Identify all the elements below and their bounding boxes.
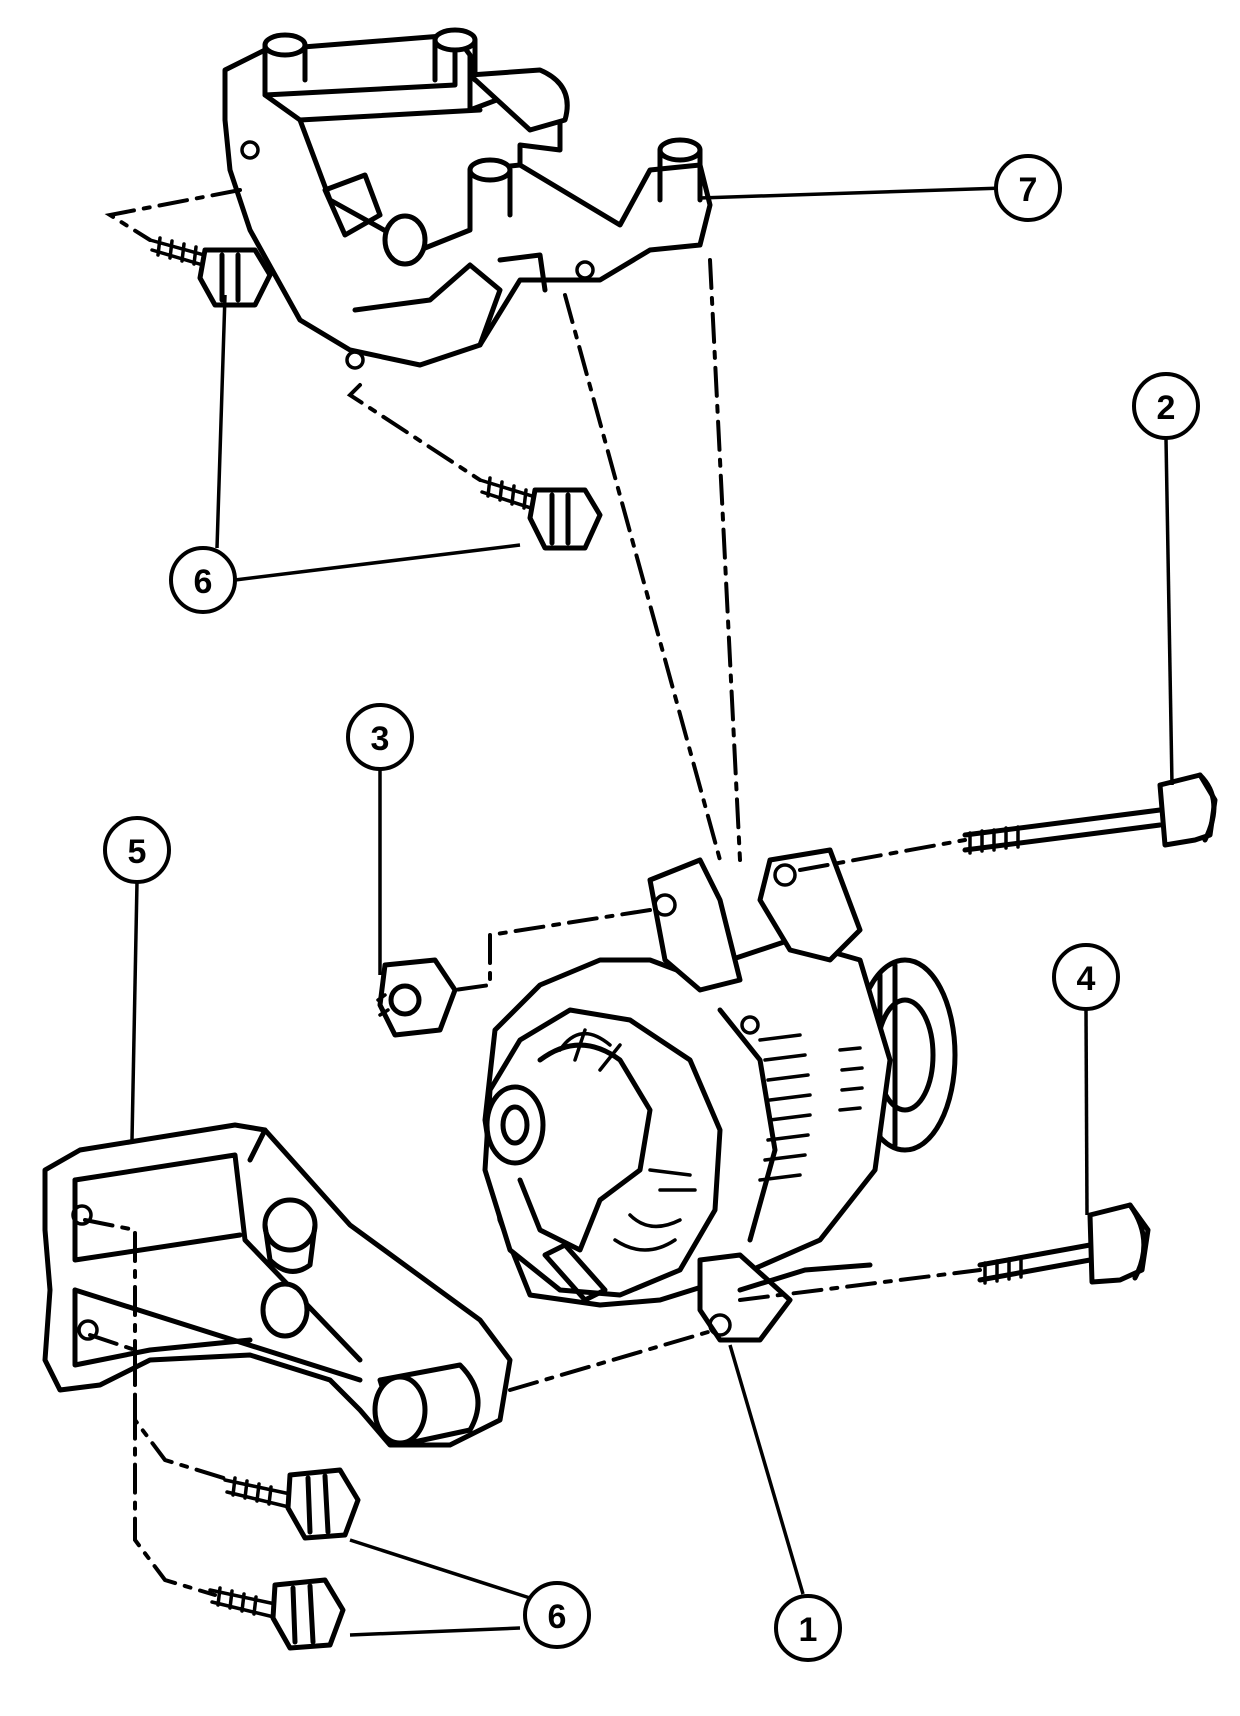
lower-bolt-bottom — [208, 1577, 346, 1651]
callout-7: 7 — [994, 154, 1062, 222]
svg-text:3: 3 — [371, 720, 390, 758]
through-bolt-lower — [977, 1202, 1151, 1285]
lower-bolt-top — [223, 1467, 361, 1541]
through-bolt-upper — [962, 772, 1218, 855]
svg-text:4: 4 — [1077, 960, 1096, 998]
callout-4: 4 — [1052, 943, 1120, 1011]
svg-text:1: 1 — [799, 1611, 818, 1649]
callout-1: 1 — [774, 1594, 842, 1662]
nut — [376, 957, 458, 1038]
svg-text:5: 5 — [128, 833, 147, 871]
leader-lines — [130, 186, 1174, 1637]
alternator — [482, 847, 958, 1343]
assembly-lines — [83, 188, 982, 1597]
upper-bolt-left — [148, 236, 273, 308]
svg-text:6: 6 — [548, 1598, 567, 1636]
svg-text:7: 7 — [1019, 171, 1038, 209]
svg-text:6: 6 — [194, 563, 213, 601]
svg-text:2: 2 — [1157, 389, 1176, 427]
upper-bolt-right — [478, 476, 603, 551]
callout-6-upper: 6 — [169, 546, 237, 614]
callout-6-lower: 6 — [523, 1581, 591, 1649]
upper-mounting-bracket — [222, 27, 713, 370]
callout-2: 2 — [1132, 372, 1200, 440]
callout-5: 5 — [103, 816, 171, 884]
lower-mounting-bracket — [42, 1122, 513, 1448]
callout-3: 3 — [346, 703, 414, 771]
